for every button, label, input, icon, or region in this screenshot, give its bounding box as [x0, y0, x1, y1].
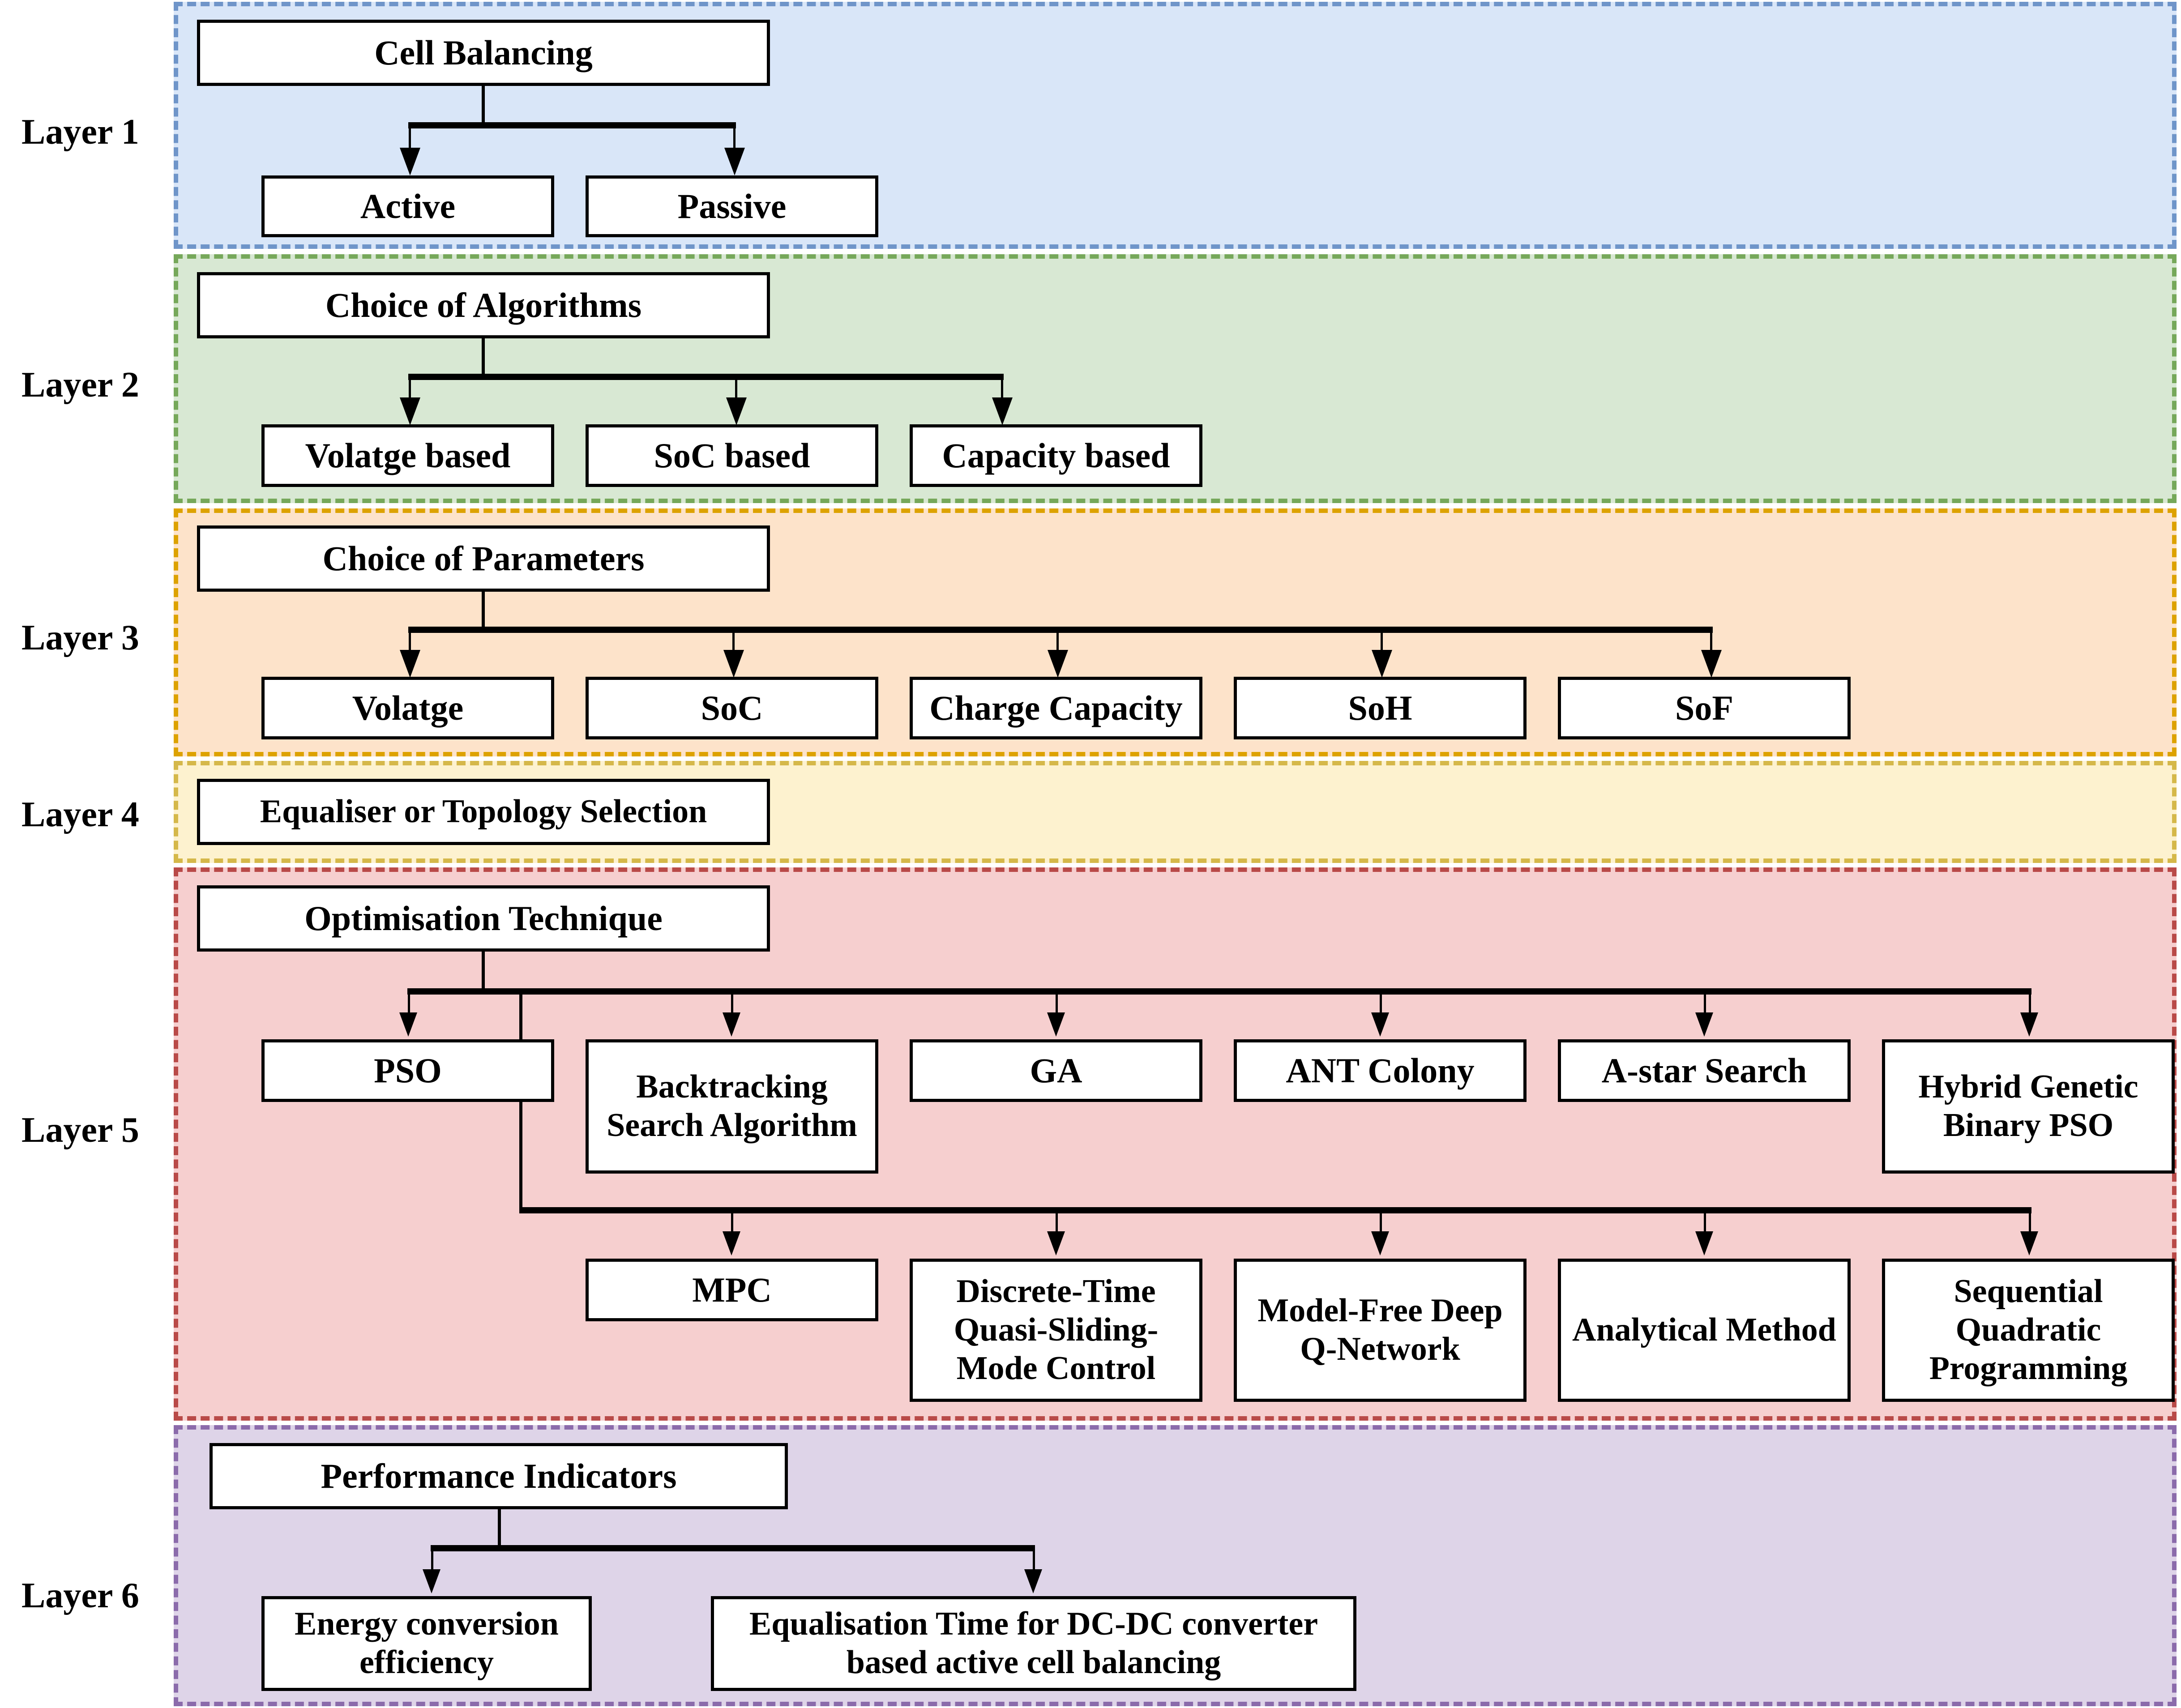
node-hybrid-genetic-binary-pso[interactable]: Hybrid Genetic Binary PSO	[1882, 1039, 2175, 1174]
connector-l5r1-drop-c	[1056, 991, 1058, 1016]
connector-l6-stem	[498, 1509, 501, 1549]
connector-l5r2-drop-e	[2029, 1210, 2031, 1235]
connector-l2-drop-c	[1001, 377, 1003, 400]
connector-l3-stem	[482, 592, 485, 629]
node-a-star-search[interactable]: A-star Search	[1558, 1039, 1851, 1102]
connector-l5r2-drop-b	[1056, 1210, 1058, 1235]
arrow-l5-analytical-method	[1695, 1231, 1713, 1255]
connector-l5r1-drop-b	[731, 991, 733, 1016]
node-choice-of-algorithms[interactable]: Choice of Algorithms	[197, 272, 770, 338]
node-model-free-deep-q-network[interactable]: Model-Free Deep Q-Network	[1234, 1259, 1527, 1402]
arrow-l5-sequential-quadratic-programming	[2020, 1231, 2038, 1255]
node-cell-balancing[interactable]: Cell Balancing	[197, 20, 770, 86]
connector-l5r1-drop-e	[1704, 991, 1706, 1016]
node-pso[interactable]: PSO	[261, 1039, 554, 1102]
arrow-l5-hybrid-genetic-binary-pso	[2020, 1012, 2038, 1037]
layer-label-6: Layer 6	[21, 1576, 139, 1615]
connector-l5r2-drop-a	[731, 1210, 733, 1235]
arrow-l3-charge-capacity	[1048, 650, 1068, 678]
arrow-l5-mpc	[723, 1231, 740, 1255]
arrow-l2-voltage-based	[400, 397, 420, 425]
layer-label-2: Layer 2	[21, 365, 139, 405]
connector-l3-drop-e	[1710, 630, 1712, 653]
connector-l6-bar	[431, 1545, 1035, 1551]
node-voltage[interactable]: Volatge	[261, 677, 554, 739]
layer-label-5: Layer 5	[21, 1110, 139, 1150]
node-passive[interactable]: Passive	[586, 175, 878, 237]
connector-l2-drop-a	[409, 377, 411, 400]
node-soc[interactable]: SoC	[586, 677, 878, 739]
layer-label-1: Layer 1	[21, 112, 139, 152]
connector-l5-bar-row1	[407, 988, 2031, 995]
arrow-l1-active	[400, 148, 420, 175]
connector-l1-stem	[482, 86, 485, 125]
connector-l5r1-drop-d	[1380, 991, 1382, 1016]
node-backtracking-search-algorithm[interactable]: Backtracking Search Algorithm	[586, 1039, 878, 1174]
connector-l5-bar-row2	[519, 1207, 2031, 1213]
arrow-l5-discrete-time-quasi-sliding-mode-control	[1047, 1231, 1065, 1255]
node-sof[interactable]: SoF	[1558, 677, 1851, 739]
arrow-l5-a-star-search	[1695, 1012, 1713, 1037]
connector-l3-drop-a	[409, 630, 411, 653]
node-energy-conversion-efficiency[interactable]: Energy conversion efficiency	[261, 1596, 592, 1691]
node-ga[interactable]: GA	[910, 1039, 1202, 1102]
connector-l6-drop-a	[431, 1548, 433, 1573]
node-mpc[interactable]: MPC	[586, 1259, 878, 1321]
node-optimisation-technique[interactable]: Optimisation Technique	[197, 885, 770, 952]
arrow-l6-equalisation-time	[1024, 1569, 1042, 1593]
node-sequential-quadratic-programming[interactable]: Sequential Quadratic Programming	[1882, 1259, 2175, 1402]
node-capacity-based[interactable]: Capacity based	[910, 424, 1202, 487]
arrow-l2-capacity-based	[992, 397, 1013, 425]
node-ant-colony[interactable]: ANT Colony	[1234, 1039, 1527, 1102]
node-performance-indicators[interactable]: Performance Indicators	[210, 1443, 788, 1509]
layer-label-4: Layer 4	[21, 795, 139, 834]
arrow-l2-soc-based	[726, 397, 747, 425]
node-equalisation-time-dcdc[interactable]: Equalisation Time for DC-DC converter ba…	[711, 1596, 1356, 1691]
connector-l5r2-drop-d	[1704, 1210, 1706, 1235]
arrow-l3-sof	[1701, 650, 1722, 678]
node-active[interactable]: Active	[261, 175, 554, 237]
connector-l6-drop-b	[1033, 1548, 1035, 1573]
node-soc-based[interactable]: SoC based	[586, 424, 878, 487]
node-choice-of-parameters[interactable]: Choice of Parameters	[197, 525, 770, 592]
arrow-l5-ga	[1047, 1012, 1065, 1037]
connector-l3-bar	[408, 627, 1713, 633]
node-analytical-method[interactable]: Analytical Method	[1558, 1259, 1851, 1402]
layer-label-3: Layer 3	[21, 618, 139, 658]
arrow-l6-energy-conversion-efficiency	[423, 1569, 440, 1593]
arrow-l3-soc	[723, 650, 744, 678]
arrow-l3-voltage	[400, 650, 420, 678]
connector-l3-drop-d	[1381, 630, 1383, 653]
node-discrete-time-quasi-sliding-mode-control[interactable]: Discrete-Time Quasi-Sliding-Mode Control	[910, 1259, 1202, 1402]
node-charge-capacity[interactable]: Charge Capacity	[910, 677, 1202, 739]
arrow-l5-backtracking-search-algorithm	[723, 1012, 740, 1037]
arrow-l1-passive	[724, 148, 745, 175]
connector-l3-drop-b	[732, 630, 735, 653]
connector-l5r1-drop-a	[408, 991, 410, 1016]
connector-l1-bar	[408, 122, 736, 128]
connector-l3-drop-c	[1056, 630, 1059, 653]
connector-l5r1-drop-f	[2029, 991, 2031, 1016]
connector-l1-drop-a	[409, 125, 411, 150]
connector-l5r2-drop-c	[1380, 1210, 1382, 1235]
arrow-l5-model-free-deep-q-network	[1371, 1231, 1389, 1255]
connector-l2-bar	[408, 374, 1004, 380]
connector-l2-drop-b	[735, 377, 737, 400]
connector-l1-drop-b	[733, 125, 736, 150]
node-soh[interactable]: SoH	[1234, 677, 1527, 739]
connector-l5-stem	[482, 952, 485, 991]
arrow-l5-pso	[399, 1012, 417, 1037]
arrow-l5-ant-colony	[1371, 1012, 1389, 1037]
node-voltage-based[interactable]: Volatge based	[261, 424, 554, 487]
connector-l2-stem	[482, 338, 485, 377]
node-equaliser-or-topology-selection[interactable]: Equaliser or Topology Selection	[197, 779, 770, 845]
arrow-l3-soh	[1372, 650, 1392, 678]
